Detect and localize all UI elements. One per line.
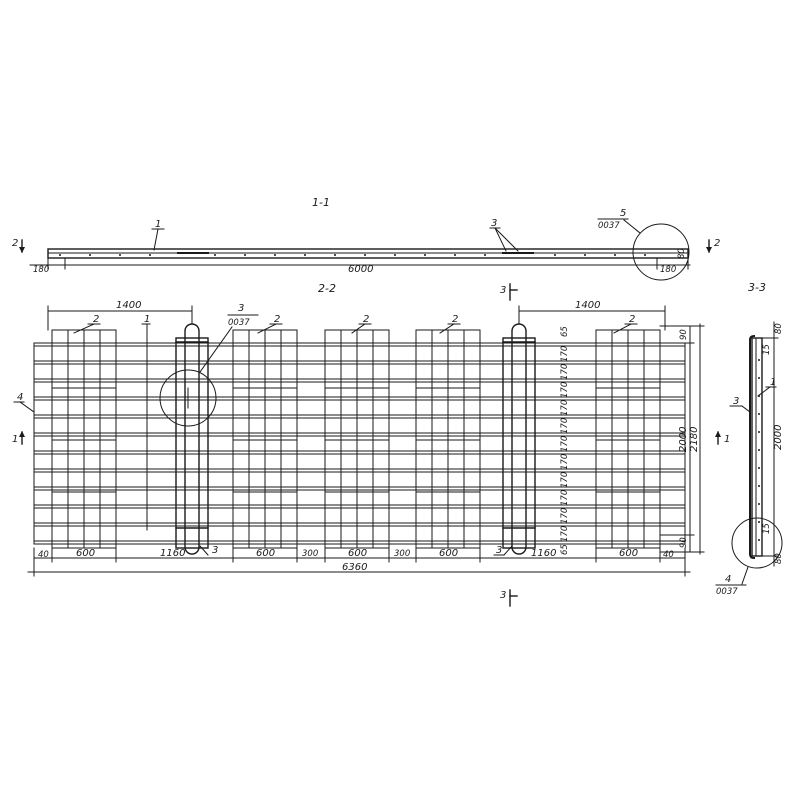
- dim-right-2000: 2000: [678, 427, 689, 452]
- svg-text:170: 170: [560, 472, 570, 488]
- dim-right-2180: 2180: [689, 427, 700, 452]
- pos-1-plan-label: 1: [144, 314, 150, 325]
- dim-b-2: 1160: [160, 548, 185, 559]
- spacing-column: 65 170 170 170 170 170 170 170 170 170 1…: [560, 326, 570, 555]
- dim-33-bottom: 80: [774, 553, 784, 564]
- dim-b-6: 300: [394, 549, 410, 559]
- dim-right-top: 90: [679, 329, 689, 340]
- dim-thickness: 80: [677, 248, 687, 259]
- section-1-1-title: 1-1: [312, 196, 330, 209]
- mesh-panel-3: [324, 329, 390, 549]
- svg-text:2: 2: [274, 314, 280, 325]
- dim-b-5: 600: [348, 548, 367, 559]
- section-3-3: 3-3 1 3 80 15 2000 15 80 4 0037: [715, 281, 784, 597]
- detail-circle-3: [159, 369, 217, 427]
- dim-b-10: 40: [663, 550, 674, 560]
- svg-text:170: 170: [560, 526, 570, 542]
- dim-total: 6360: [342, 562, 367, 573]
- pos-3-label: 3: [491, 218, 497, 229]
- svg-text:2: 2: [714, 238, 720, 249]
- svg-text:1400: 1400: [575, 300, 600, 311]
- pos-4-label: 4: [17, 392, 23, 403]
- pos-3-plan-label-l: 3: [212, 545, 218, 556]
- pos-1-label: 1: [155, 219, 161, 230]
- mesh-panel-4: [415, 329, 481, 549]
- section-mark-1: 1 1: [12, 431, 730, 445]
- node-5-ref: 0037: [598, 221, 620, 231]
- dim-b-7: 600: [439, 548, 458, 559]
- section-mark-2-right: 2: [706, 238, 720, 253]
- dim-33-cover-bottom: 15: [762, 523, 772, 534]
- mesh-panel-5: [595, 329, 661, 549]
- svg-text:2: 2: [93, 314, 99, 325]
- dim-end-right: 180: [660, 265, 676, 275]
- svg-text:170: 170: [560, 382, 570, 398]
- detail-circle-4: [731, 517, 783, 569]
- svg-text:1: 1: [724, 434, 730, 445]
- dim-bottom-ticks: [33, 547, 686, 577]
- section-3-3-dots: [758, 359, 760, 541]
- svg-text:65: 65: [560, 326, 570, 337]
- node-4-num: 4: [725, 574, 731, 585]
- bar-dots: [59, 254, 646, 256]
- svg-text:170: 170: [560, 508, 570, 524]
- svg-text:2: 2: [12, 238, 18, 249]
- svg-text:170: 170: [560, 454, 570, 470]
- svg-text:170: 170: [560, 346, 570, 362]
- section-mark-2-left: 2: [12, 238, 25, 253]
- dim-b-1: 600: [76, 548, 95, 559]
- dim-b-3: 600: [256, 548, 275, 559]
- dim-33-cover-top: 15: [762, 344, 772, 355]
- dim-33-height: 2000: [773, 425, 784, 450]
- dim-length: 6000: [348, 264, 373, 275]
- detail-circle-5: [632, 223, 690, 281]
- mesh-panel-2: [232, 329, 298, 549]
- dim-33-top: 80: [774, 323, 784, 334]
- svg-text:170: 170: [560, 400, 570, 416]
- node-5-num: 5: [620, 208, 626, 219]
- pos-3-33-label: 3: [733, 396, 739, 407]
- node-4-ref: 0037: [716, 587, 738, 597]
- svg-text:65: 65: [560, 544, 570, 555]
- dim-right-bottom: 90: [679, 537, 689, 548]
- node-3-num: 3: [238, 303, 244, 314]
- section-2-2-title: 2-2: [318, 282, 336, 295]
- section-1-1: 1-1 1 3 5 0037: [12, 196, 720, 281]
- section-mark-3: 3 3: [500, 283, 518, 607]
- dim-end-left: 180: [33, 265, 49, 275]
- pos-2-leaders: 2 2 2 2 2: [73, 314, 638, 334]
- svg-text:2: 2: [363, 314, 369, 325]
- lifting-strip-left: [175, 323, 209, 555]
- dim-b-8: 1160: [531, 548, 556, 559]
- mesh-panel-1: [51, 329, 117, 549]
- svg-text:1400: 1400: [116, 300, 141, 311]
- dim-b-9: 600: [619, 548, 638, 559]
- svg-text:2: 2: [629, 314, 635, 325]
- svg-text:3: 3: [500, 285, 506, 296]
- longitudinal-bars: [33, 342, 686, 545]
- svg-text:3: 3: [500, 590, 506, 601]
- section-3-3-title: 3-3: [748, 281, 766, 294]
- node-3-ref: 0037: [228, 318, 250, 328]
- svg-text:170: 170: [560, 364, 570, 380]
- svg-text:170: 170: [560, 418, 570, 434]
- section-2-2: 2-2: [12, 282, 730, 607]
- svg-text:1: 1: [12, 434, 18, 445]
- svg-text:170: 170: [560, 490, 570, 506]
- svg-text:170: 170: [560, 436, 570, 452]
- dim-b-4: 300: [302, 549, 318, 559]
- dim-b-0: 40: [38, 550, 49, 560]
- svg-text:2: 2: [452, 314, 458, 325]
- lifting-strip-right: [502, 323, 536, 555]
- section-3-3-profile: [751, 337, 763, 557]
- pos-3-plan-label-r: 3: [496, 545, 502, 556]
- pos-1-33-label: 1: [770, 377, 776, 388]
